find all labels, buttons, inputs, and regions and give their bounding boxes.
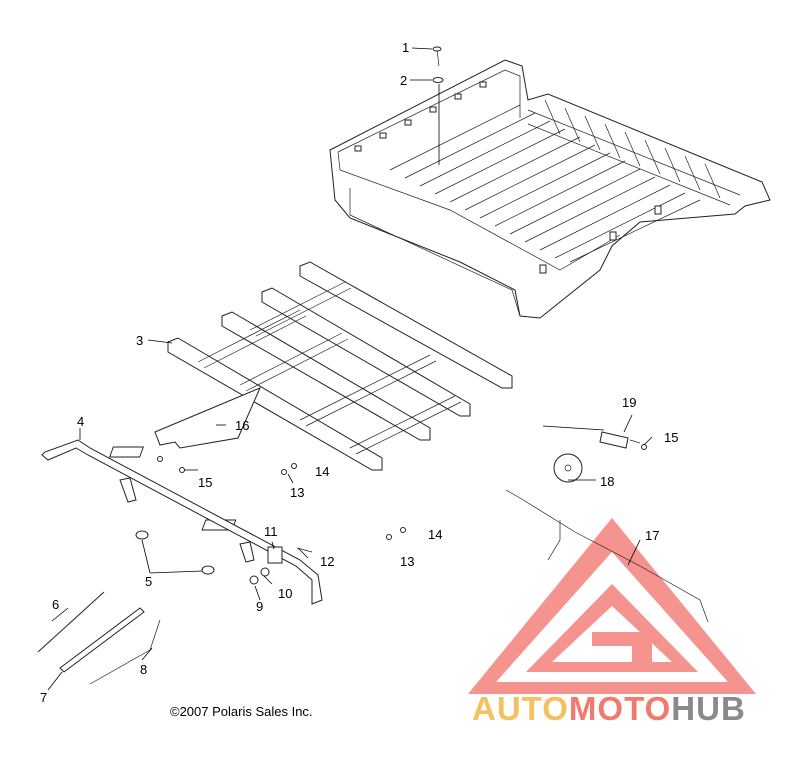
- grommet: [553, 453, 583, 483]
- leader-lines: [47, 47, 653, 691]
- callout-16: 16: [235, 418, 249, 433]
- bar-bracket-left: [119, 477, 137, 503]
- callout-15b: 15: [664, 430, 678, 445]
- small-fasteners: [157, 444, 647, 540]
- pivot-pin-lower: [201, 565, 215, 575]
- release-rod: [505, 489, 709, 623]
- callout-13: 13: [290, 485, 304, 500]
- pin-6: [37, 591, 105, 653]
- cargo-box-frame: [167, 261, 513, 471]
- callout-7: 7: [40, 690, 47, 705]
- bolt-12: [296, 547, 313, 553]
- bar-bracket-right: [239, 541, 255, 563]
- watermark-brand: AUTOMOTOHUB: [472, 690, 746, 728]
- gas-strut: [59, 607, 145, 673]
- callout-17: 17: [645, 528, 659, 543]
- bracket-plate-upper: [108, 446, 144, 458]
- frame-panel: [154, 387, 261, 449]
- callout-8: 8: [140, 662, 147, 677]
- callout-13b: 13: [400, 554, 414, 569]
- callout-14b: 14: [428, 527, 442, 542]
- callout-10: 10: [278, 586, 292, 601]
- rod-linkage: [547, 520, 561, 561]
- watermark-part-1: AUTO: [472, 690, 569, 727]
- pivot-pin-upper: [135, 530, 149, 540]
- callout-1: 1: [402, 40, 409, 55]
- callout-5: 5: [145, 574, 152, 589]
- nut-9: [249, 575, 259, 585]
- copyright-notice: ©2007 Polaris Sales Inc.: [170, 704, 313, 719]
- washer-10: [260, 567, 270, 577]
- bumper-19: [599, 431, 629, 449]
- callout-6: 6: [52, 597, 59, 612]
- callout-19: 19: [622, 395, 636, 410]
- callout-12: 12: [320, 554, 334, 569]
- callout-18: 18: [600, 474, 614, 489]
- watermark-part-2: MOTO: [568, 690, 672, 727]
- latch: [267, 546, 283, 564]
- callout-9: 9: [256, 599, 263, 614]
- callout-15: 15: [198, 475, 212, 490]
- callout-3: 3: [136, 333, 143, 348]
- callout-4: 4: [77, 414, 84, 429]
- callout-11: 11: [264, 524, 278, 539]
- release-bar: [41, 439, 323, 605]
- callout-14: 14: [315, 464, 329, 479]
- watermark-logo-triangle: [468, 518, 756, 694]
- callout-labels: 1 2 3 4 5 6 7 8 9 10 11 12 13 14 15 16 1…: [40, 40, 678, 705]
- watermark-part-3: HUB: [671, 690, 746, 727]
- cable-8: [89, 619, 161, 685]
- callout-2: 2: [400, 73, 407, 88]
- bolt-and-washer: [432, 46, 444, 165]
- cargo-box: [329, 59, 771, 319]
